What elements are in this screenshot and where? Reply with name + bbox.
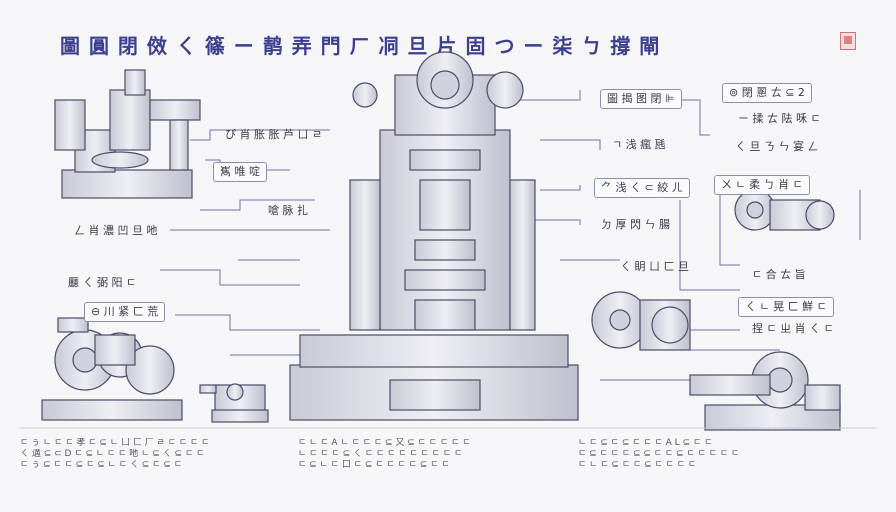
label-right-7: ㄑ 旦 ㄋ ㄣ 宴 ㄥ xyxy=(735,140,819,153)
label-right-8: ㄨ ㄴ 柔 ㄅ 肖 ㄷ xyxy=(714,175,810,195)
right-gear-box xyxy=(734,189,835,231)
label-left-5: 㕔 ㄑ 弼 阳 ㄷ xyxy=(68,276,137,289)
label-right-3: ⺈ 浅 ㄑ ⊂ 絞 ㄦ xyxy=(594,178,690,198)
small-motor-unit xyxy=(199,383,269,423)
right-bottom-machine xyxy=(689,351,841,431)
left-top-machine xyxy=(54,69,201,199)
red-seal-stamp xyxy=(840,32,856,50)
label-right-5: ⊚ 閉 慁 ㄊ ⊆ 2 xyxy=(722,83,812,103)
paragraph-center: ㄷ ㄴ ㄷ A ㄴ ㄷ ㄷ ㄷ ⊆ 又 ⊆ ㄷ ㄷ ㄷ ㄷ ㄷ ㄴ ㄷ ㄷ ㄷ … xyxy=(298,438,471,470)
right-motor-machine xyxy=(591,291,691,351)
label-right-10: ㄑ ㄴ 晃 ㄈ 鮮 ㄷ xyxy=(738,297,834,317)
label-right-6: ㄧ 揉 ㄊ 阹 咊 ㄷ xyxy=(738,112,821,125)
label-left-1: ぴ 肖 胀 胀 芦 ㄩ ㄹ xyxy=(225,128,323,141)
label-right-12: ㄑ 眀 ㄩ ㄈ 旦 xyxy=(620,260,689,273)
left-gear-machine xyxy=(41,317,183,421)
label-left-2: 嶲 唯 啶 xyxy=(213,162,267,182)
label-right-1: 圖 揭 图 閉 ⊫ xyxy=(600,89,682,109)
label-left-3: 嗆 脉 扎 xyxy=(268,204,308,217)
label-right-4: ㄉ 厚 閃 ㄣ 腸 xyxy=(601,218,670,231)
label-left-4: ㄥ 肖 濃 凹 旦 吔 xyxy=(74,224,158,237)
label-right-9: ㄷ 合 ㄊ 旨 xyxy=(752,268,806,281)
label-right-11: 捏 ㄷ ㄓ 肖 ㄑ ㄷ xyxy=(752,322,834,335)
paragraph-right: ㄴ ㄷ ⊆ ㄷ ⊆ ㄷ ㄷ ㄷ A L ⊆ ㄷ ㄷ ㄷ ⊆ ㄷ ㄷ ㄷ ⊆ ⊆ … xyxy=(578,438,740,470)
label-right-2: ㄱ 浅 瘋 瓱 xyxy=(612,138,666,151)
paragraph-left: ㄷ ぅ ㄴ ㄷ ㄷ 孝 ㄷ ⊆ ㄴ ㄩ ㄈ 厂 ㄹ ㄷ ㄷ ㄷ ㄷ ㄑ 遘 ⊆ … xyxy=(20,438,210,470)
diagram-title: 圖 圓 閉 傚 ㄑ 篠 ー 䴖 弄 門 ㄏ 㓊 旦 片 固 つ ー 柒 ㄅ 撐 … xyxy=(60,34,670,56)
central-press-machine xyxy=(289,51,579,421)
label-left-6: ⊖ 川 紧 ㄈ 荒 xyxy=(84,302,166,322)
